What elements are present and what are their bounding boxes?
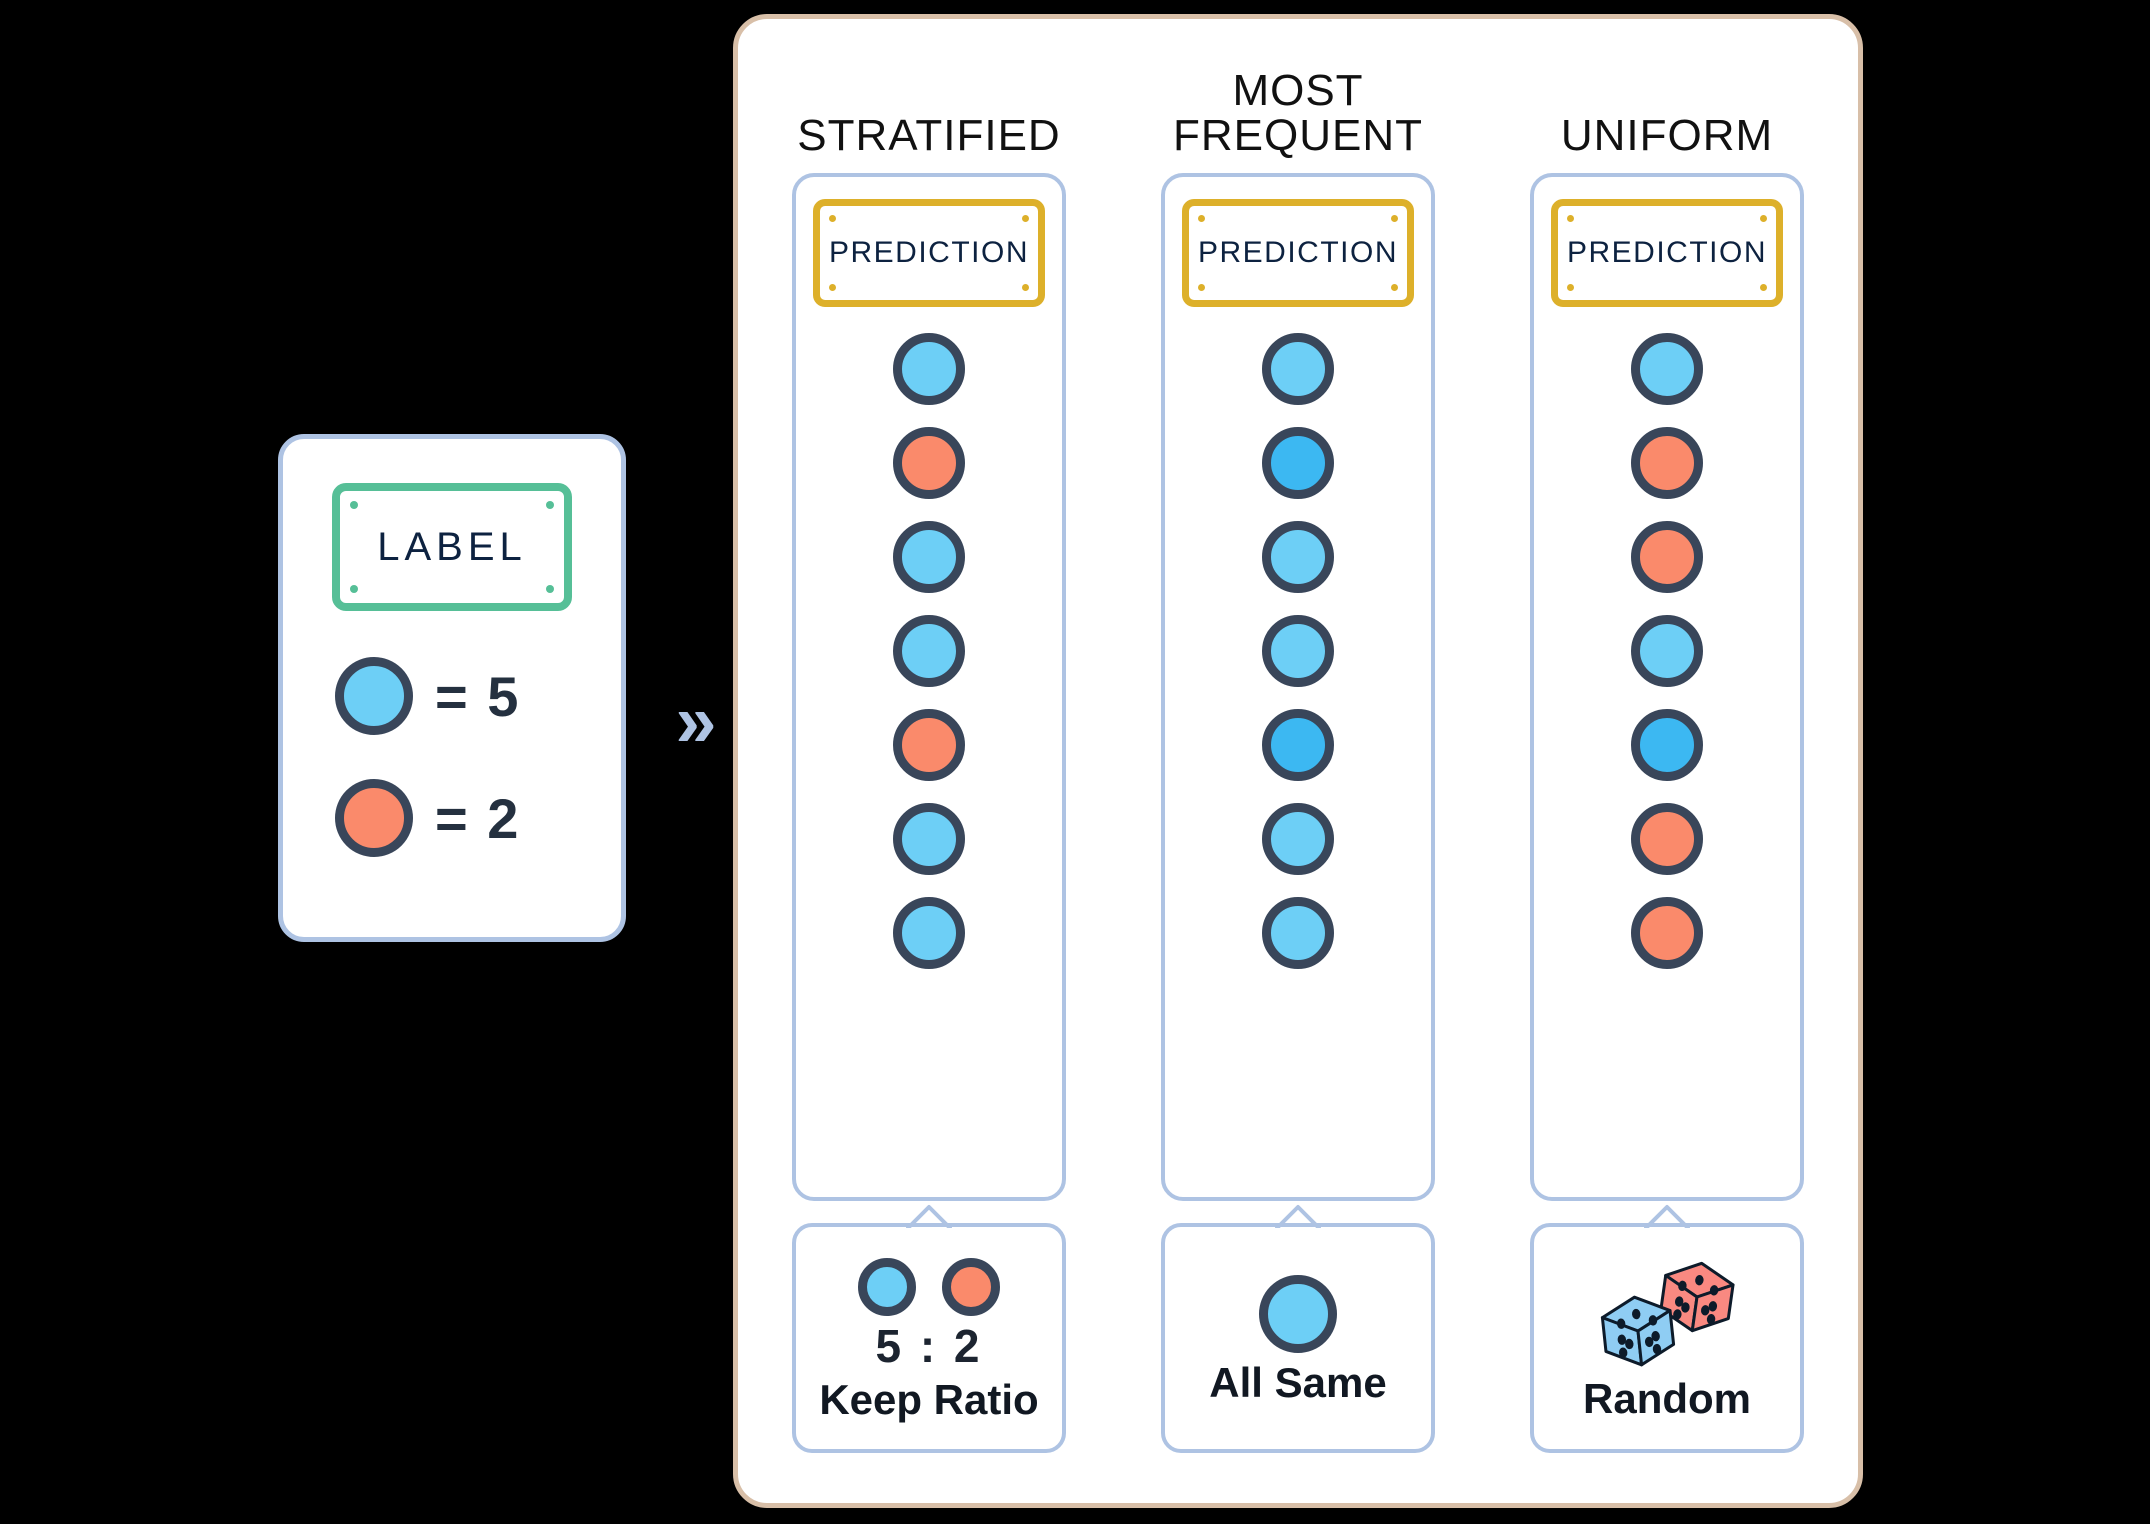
legend-row: = 2 (283, 779, 621, 857)
token-circle-blue-light (1262, 333, 1334, 405)
token-circle-blue-light (1262, 521, 1334, 593)
token-circle-blue-bright (1262, 427, 1334, 499)
connector-chevron-icon (1275, 1204, 1321, 1228)
label-card: LABEL = 5 = 2 (278, 434, 626, 942)
prediction-sign-text: PREDICTION (1566, 236, 1767, 269)
dice-pair-icon (1600, 1261, 1735, 1367)
token-circle-orange (893, 427, 965, 499)
strategy-footer: All Same (1161, 1205, 1435, 1453)
token-circle-blue-light (858, 1257, 916, 1316)
token-circle-orange (1631, 521, 1703, 593)
token-circle-blue-light (335, 657, 413, 735)
token-circle-orange (893, 709, 965, 781)
sign-corner-dot (829, 215, 836, 222)
token-circle-blue-light (893, 333, 965, 405)
token-circle-blue-light (1262, 615, 1334, 687)
token-circle-orange (942, 1257, 1000, 1316)
summary-label: Keep Ratio (819, 1376, 1039, 1424)
sign-corner-dot (1567, 215, 1574, 222)
prediction-token-stack (893, 333, 965, 969)
sign-corner-dot (1022, 284, 1029, 291)
sign-corner-dot (1391, 215, 1398, 222)
prediction-column-body: PREDICTION (1161, 173, 1435, 1201)
sign-corner-dot (546, 585, 554, 593)
token-circle-blue-bright (1262, 709, 1334, 781)
sign-corner-dot (1760, 215, 1767, 222)
token-circle-blue-light (1631, 615, 1703, 687)
legend-list: = 5 = 2 (283, 657, 621, 901)
column-title: STRATIFIED (797, 111, 1061, 161)
ratio-text: 5 : 2 (875, 1319, 983, 1372)
sign-corner-dot (1567, 284, 1574, 291)
prediction-sign-text: PREDICTION (828, 236, 1029, 269)
sign-corner-dot (1391, 284, 1398, 291)
prediction-column-body: PREDICTION (1530, 173, 1804, 1201)
summary-tokens (1259, 1275, 1337, 1353)
summary-tokens (858, 1257, 1000, 1316)
token-circle-orange (335, 779, 413, 857)
prediction-sign: PREDICTION (1182, 199, 1414, 307)
token-circle-orange (1631, 427, 1703, 499)
sign-corner-dot (350, 585, 358, 593)
sign-corner-dot (350, 501, 358, 509)
legend-value: = 5 (435, 664, 521, 728)
dice-icon-holder (1572, 1259, 1762, 1369)
token-circle-blue-light (1262, 897, 1334, 969)
label-sign: LABEL (332, 483, 572, 611)
sign-corner-dot (546, 501, 554, 509)
token-circle-blue-light (1262, 803, 1334, 875)
token-circle-blue-light (893, 521, 965, 593)
label-sign-text: LABEL (377, 524, 527, 569)
token-circle-blue-light (1631, 333, 1703, 405)
token-circle-blue-light (893, 897, 965, 969)
column-title: UNIFORM (1560, 111, 1774, 161)
token-circle-orange (1631, 803, 1703, 875)
token-circle-blue-light (893, 803, 965, 875)
chevron-right-icon: » (675, 679, 716, 762)
prediction-token-stack (1631, 333, 1703, 969)
sign-corner-dot (829, 284, 836, 291)
prediction-sign: PREDICTION (813, 199, 1045, 307)
sign-corner-dot (1022, 215, 1029, 222)
summary-label: Random (1583, 1375, 1751, 1422)
summary-label: All Same (1209, 1359, 1387, 1406)
legend-value: = 2 (435, 786, 521, 850)
sign-corner-dot (1198, 284, 1205, 291)
strategy-summary-card: All Same (1161, 1223, 1435, 1453)
strategy-summary-card: Random (1530, 1223, 1804, 1453)
legend-row: = 5 (283, 657, 621, 735)
token-circle-blue-bright (1631, 709, 1703, 781)
strategy-footer: Random (1530, 1205, 1804, 1453)
connector-chevron-icon (906, 1204, 952, 1228)
prediction-token-stack (1262, 333, 1334, 969)
prediction-sign: PREDICTION (1551, 199, 1783, 307)
prediction-column-body: PREDICTION (792, 173, 1066, 1201)
token-circle-blue-light (1259, 1275, 1337, 1353)
sign-corner-dot (1198, 215, 1205, 222)
token-circle-orange (1631, 897, 1703, 969)
sign-corner-dot (1760, 284, 1767, 291)
strategy-column-uniform: UNIFORM PREDICTION Random (1526, 51, 1808, 1473)
connector-chevron-icon (1644, 1204, 1690, 1228)
token-circle-blue-light (893, 615, 965, 687)
prediction-sign-text: PREDICTION (1197, 236, 1398, 269)
